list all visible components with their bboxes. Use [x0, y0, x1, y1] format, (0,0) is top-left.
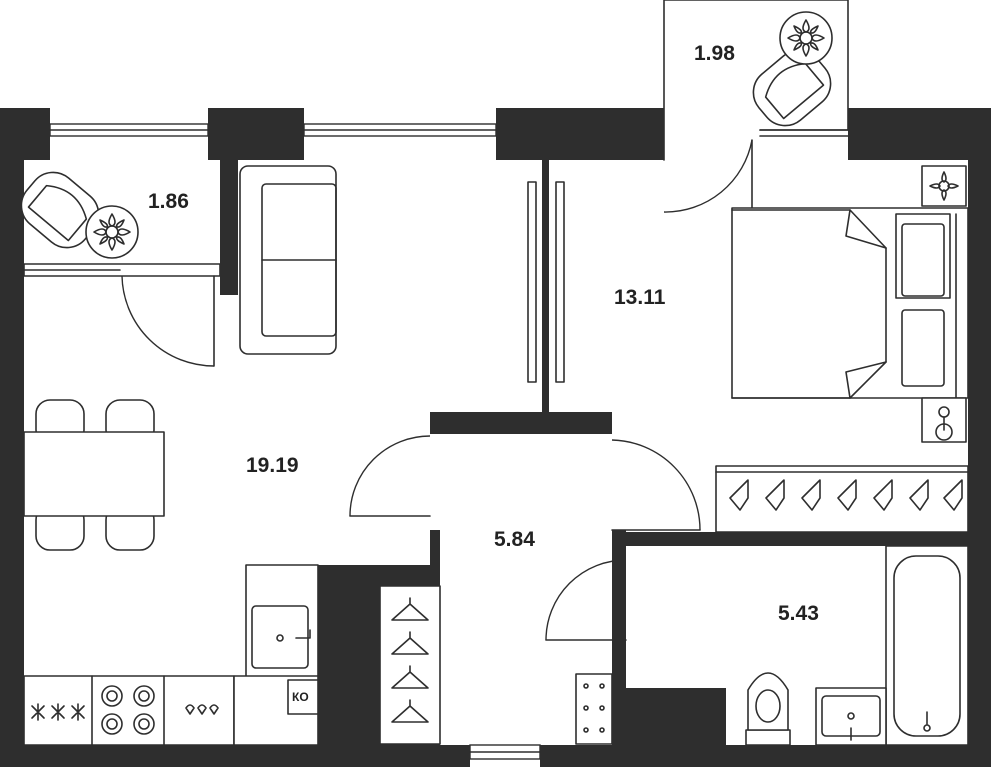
balcony-right: [663, 0, 849, 221]
dishwasher-icon: [185, 704, 219, 715]
toilet-icon: [745, 672, 791, 746]
sofa-icon: [239, 165, 337, 355]
boiler-icon: [287, 679, 319, 715]
bathtub-icon: [885, 545, 969, 746]
windows: [49, 123, 541, 760]
armchair-icon: [752, 49, 832, 127]
area-label-balcony-right: 1.98: [694, 42, 735, 65]
sliding-panel: [527, 181, 537, 383]
bathroom-sink-icon: [815, 687, 887, 746]
plant-icon: [85, 205, 139, 259]
area-label-living-kitchen: 19.19: [246, 454, 299, 477]
bed-icon: [731, 207, 969, 399]
balcony-left: [20, 171, 221, 367]
cabinet-icon: [575, 673, 613, 745]
area-label-hall: 5.84: [494, 528, 535, 551]
boiler-label: КО: [292, 690, 309, 704]
plant-icon: [921, 165, 967, 207]
bedroom: [715, 165, 969, 533]
dining-table-icon: [23, 399, 165, 551]
drawer-icon: [31, 703, 85, 721]
coat-rack-icon: [379, 585, 441, 745]
sliding-panel: [555, 181, 565, 383]
hall: [349, 435, 701, 745]
area-label-bedroom: 13.11: [614, 286, 666, 309]
living-kitchen: КО: [23, 165, 565, 746]
bathroom: [745, 545, 969, 746]
area-label-balcony-left: 1.86: [148, 190, 189, 213]
area-label-bathroom: 5.43: [778, 602, 819, 625]
stove-icon: [101, 685, 155, 735]
wardrobe-icon: [715, 465, 969, 533]
room-labels: 1.86 1.98 19.19 13.11 5.84 5.43: [148, 42, 819, 625]
kitchen-sink-icon: [251, 605, 309, 669]
plant-icon: [779, 11, 833, 65]
